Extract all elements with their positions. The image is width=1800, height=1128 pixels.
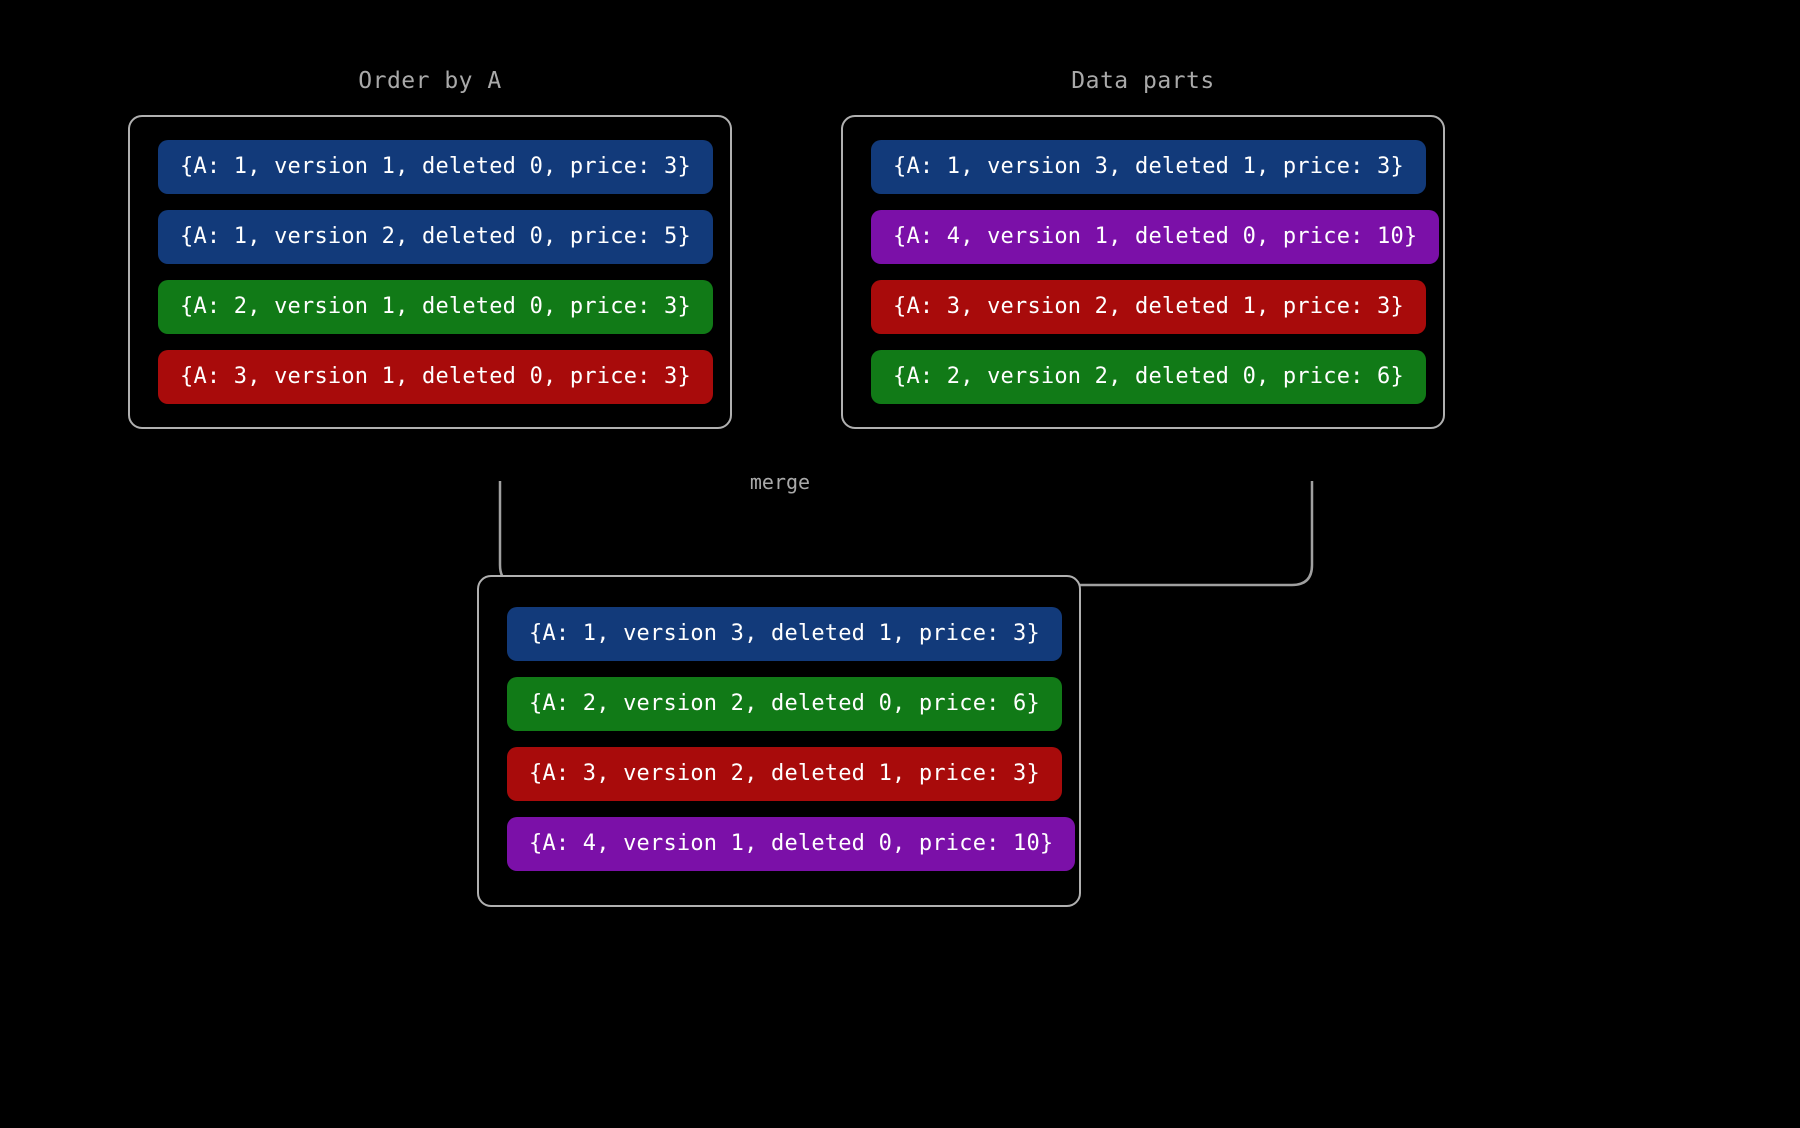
list-item[interactable]: {A: 3, version 1, deleted 0, price: 3}: [158, 350, 713, 404]
panel-box-merged: {A: 1, version 3, deleted 1, price: 3} {…: [477, 575, 1081, 907]
panel-merged-result: {A: 1, version 3, deleted 1, price: 3} {…: [477, 575, 1081, 907]
connector-right: [920, 481, 1314, 587]
panel-order-by-a: Order by A {A: 1, version 1, deleted 0, …: [128, 70, 732, 429]
list-item[interactable]: {A: 4, version 1, deleted 0, price: 10}: [871, 210, 1440, 264]
list-item[interactable]: {A: 2, version 2, deleted 0, price: 6}: [507, 677, 1062, 731]
panel-data-parts: Data parts {A: 1, version 3, deleted 1, …: [841, 70, 1445, 429]
panel-box-data-parts: {A: 1, version 3, deleted 1, price: 3} {…: [841, 115, 1445, 429]
merge-label: merge: [749, 470, 811, 494]
list-item[interactable]: {A: 4, version 1, deleted 0, price: 10}: [507, 817, 1076, 871]
list-item[interactable]: {A: 2, version 1, deleted 0, price: 3}: [158, 280, 713, 334]
list-item[interactable]: {A: 3, version 2, deleted 1, price: 3}: [871, 280, 1426, 334]
list-item[interactable]: {A: 3, version 2, deleted 1, price: 3}: [507, 747, 1062, 801]
connector-left: [498, 481, 880, 587]
list-item[interactable]: {A: 1, version 3, deleted 1, price: 3}: [871, 140, 1426, 194]
panel-title-order-by-a: Order by A: [358, 68, 502, 94]
list-item[interactable]: {A: 1, version 3, deleted 1, price: 3}: [507, 607, 1062, 661]
panel-box-order-by-a: {A: 1, version 1, deleted 0, price: 3} {…: [128, 115, 732, 429]
list-item[interactable]: {A: 1, version 1, deleted 0, price: 3}: [158, 140, 713, 194]
list-item[interactable]: {A: 1, version 2, deleted 0, price: 5}: [158, 210, 713, 264]
panel-title-data-parts: Data parts: [1071, 68, 1215, 94]
list-item[interactable]: {A: 2, version 2, deleted 0, price: 6}: [871, 350, 1426, 404]
